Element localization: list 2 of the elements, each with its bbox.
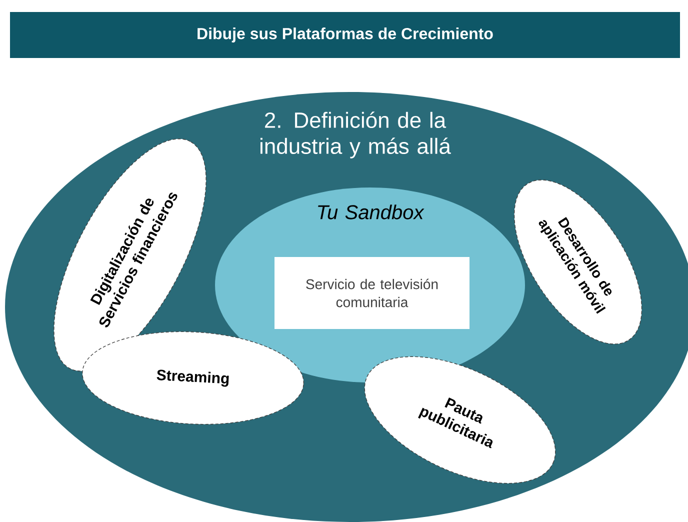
text-box: Servicio de televisión comunitaria: [274, 257, 470, 329]
title-banner: Dibuje sus Plataformas de Crecimiento: [10, 12, 680, 58]
